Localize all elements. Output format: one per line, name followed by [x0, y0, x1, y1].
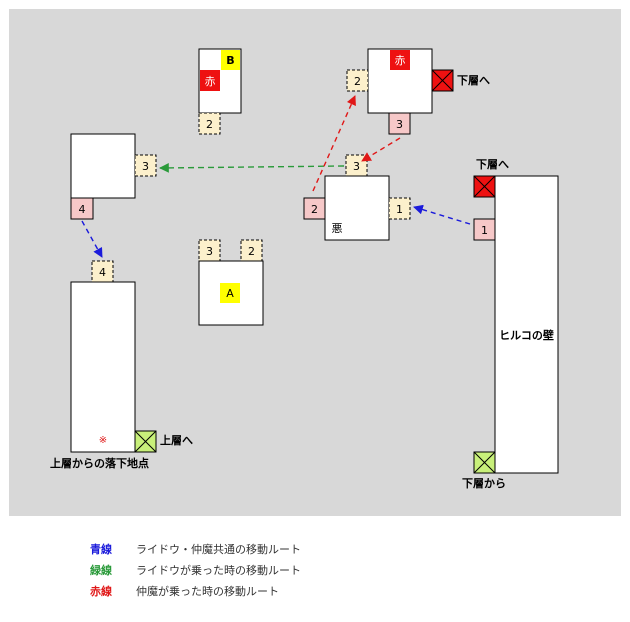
legend-key-blue: 青線	[90, 542, 112, 556]
svg-text:4: 4	[79, 203, 86, 216]
svg-text:2: 2	[248, 245, 255, 258]
room-b-red-marker	[200, 70, 220, 91]
room-b-red-marker-label: 赤	[205, 75, 216, 88]
room-hiruko-wall: ヒルコの壁	[494, 175, 559, 474]
down-floor-wall-label: 下層へ	[476, 158, 509, 171]
room-a: A	[198, 260, 264, 326]
room-a-yellow-box	[220, 283, 240, 303]
legend-key-red: 赤線	[90, 584, 112, 598]
door-evil-left: 2	[303, 197, 326, 220]
door-a-right: 2	[240, 239, 263, 262]
svg-text:4: 4	[99, 266, 106, 279]
svg-text:3: 3	[353, 160, 360, 173]
svg-text:1: 1	[481, 224, 488, 237]
svg-text:3: 3	[206, 245, 213, 258]
room-b: B 赤	[198, 48, 242, 114]
legend-desc-blue: ライドウ・仲魔共通の移動ルート	[136, 542, 301, 556]
door-left-top-bottom: 4	[70, 197, 94, 220]
room-left-top	[70, 133, 136, 199]
door-evil-top: 3	[345, 154, 368, 177]
door-a-left: 3	[198, 239, 221, 262]
door-evil-right: 1	[388, 197, 411, 220]
svg-text:3: 3	[142, 160, 149, 173]
green-route-3-to-3	[159, 163, 345, 173]
down-floor-exit-top	[431, 69, 454, 92]
room-top-right-red-marker	[390, 50, 410, 70]
door-left-top-right: 3	[134, 154, 157, 177]
svg-text:2: 2	[206, 118, 213, 131]
legend-desc-red: 仲魔が乗った時の移動ルート	[136, 584, 279, 598]
svg-text:2: 2	[311, 203, 318, 216]
room-b-label: B	[226, 54, 234, 67]
door-wall-left: 1	[473, 218, 496, 241]
legend: 青線 ライドウ・仲魔共通の移動ルート 緑線 ライドウが乗った時の移動ルート 赤線…	[90, 538, 301, 601]
svg-text:3: 3	[396, 118, 403, 131]
drop-mark: ※	[99, 435, 107, 446]
room-top-right: 赤	[367, 48, 433, 114]
legend-row-green: 緑線 ライドウが乗った時の移動ルート	[90, 559, 301, 580]
svg-text:2: 2	[354, 75, 361, 88]
red-route-3-to-3	[361, 137, 401, 162]
from-down-floor-entry	[473, 451, 496, 474]
room-a-label: A	[226, 287, 234, 300]
down-floor-top-label: 下層へ	[457, 74, 490, 87]
room-tall-left: ※	[70, 281, 136, 453]
blue-route-4-to-4	[81, 220, 103, 258]
door-tall-left-top: 4	[91, 260, 114, 283]
svg-text:1: 1	[396, 203, 403, 216]
from-down-floor-label: 下層から	[462, 477, 506, 490]
drop-point-label: 上層からの落下地点	[50, 456, 149, 470]
door-tr-left: 2	[346, 69, 369, 92]
up-floor-label: 上層へ	[160, 433, 193, 447]
legend-row-blue: 青線 ライドウ・仲魔共通の移動ルート	[90, 538, 301, 559]
up-floor-exit	[134, 430, 157, 453]
legend-desc-green: ライドウが乗った時の移動ルート	[136, 563, 301, 577]
room-top-right-red-marker-label: 赤	[395, 54, 406, 67]
room-evil-label: 悪	[332, 222, 343, 235]
down-floor-exit-wall	[473, 175, 496, 198]
hiruko-wall-label: ヒルコの壁	[499, 328, 554, 342]
legend-key-green: 緑線	[90, 563, 112, 577]
room-b-yellow-box	[221, 50, 240, 70]
door-b-bottom: 2	[198, 112, 221, 135]
door-tr-bottom: 3	[388, 112, 411, 135]
room-evil: 悪	[324, 175, 390, 241]
legend-row-red: 赤線 仲魔が乗った時の移動ルート	[90, 580, 301, 601]
blue-route-1-to-1	[413, 204, 471, 225]
